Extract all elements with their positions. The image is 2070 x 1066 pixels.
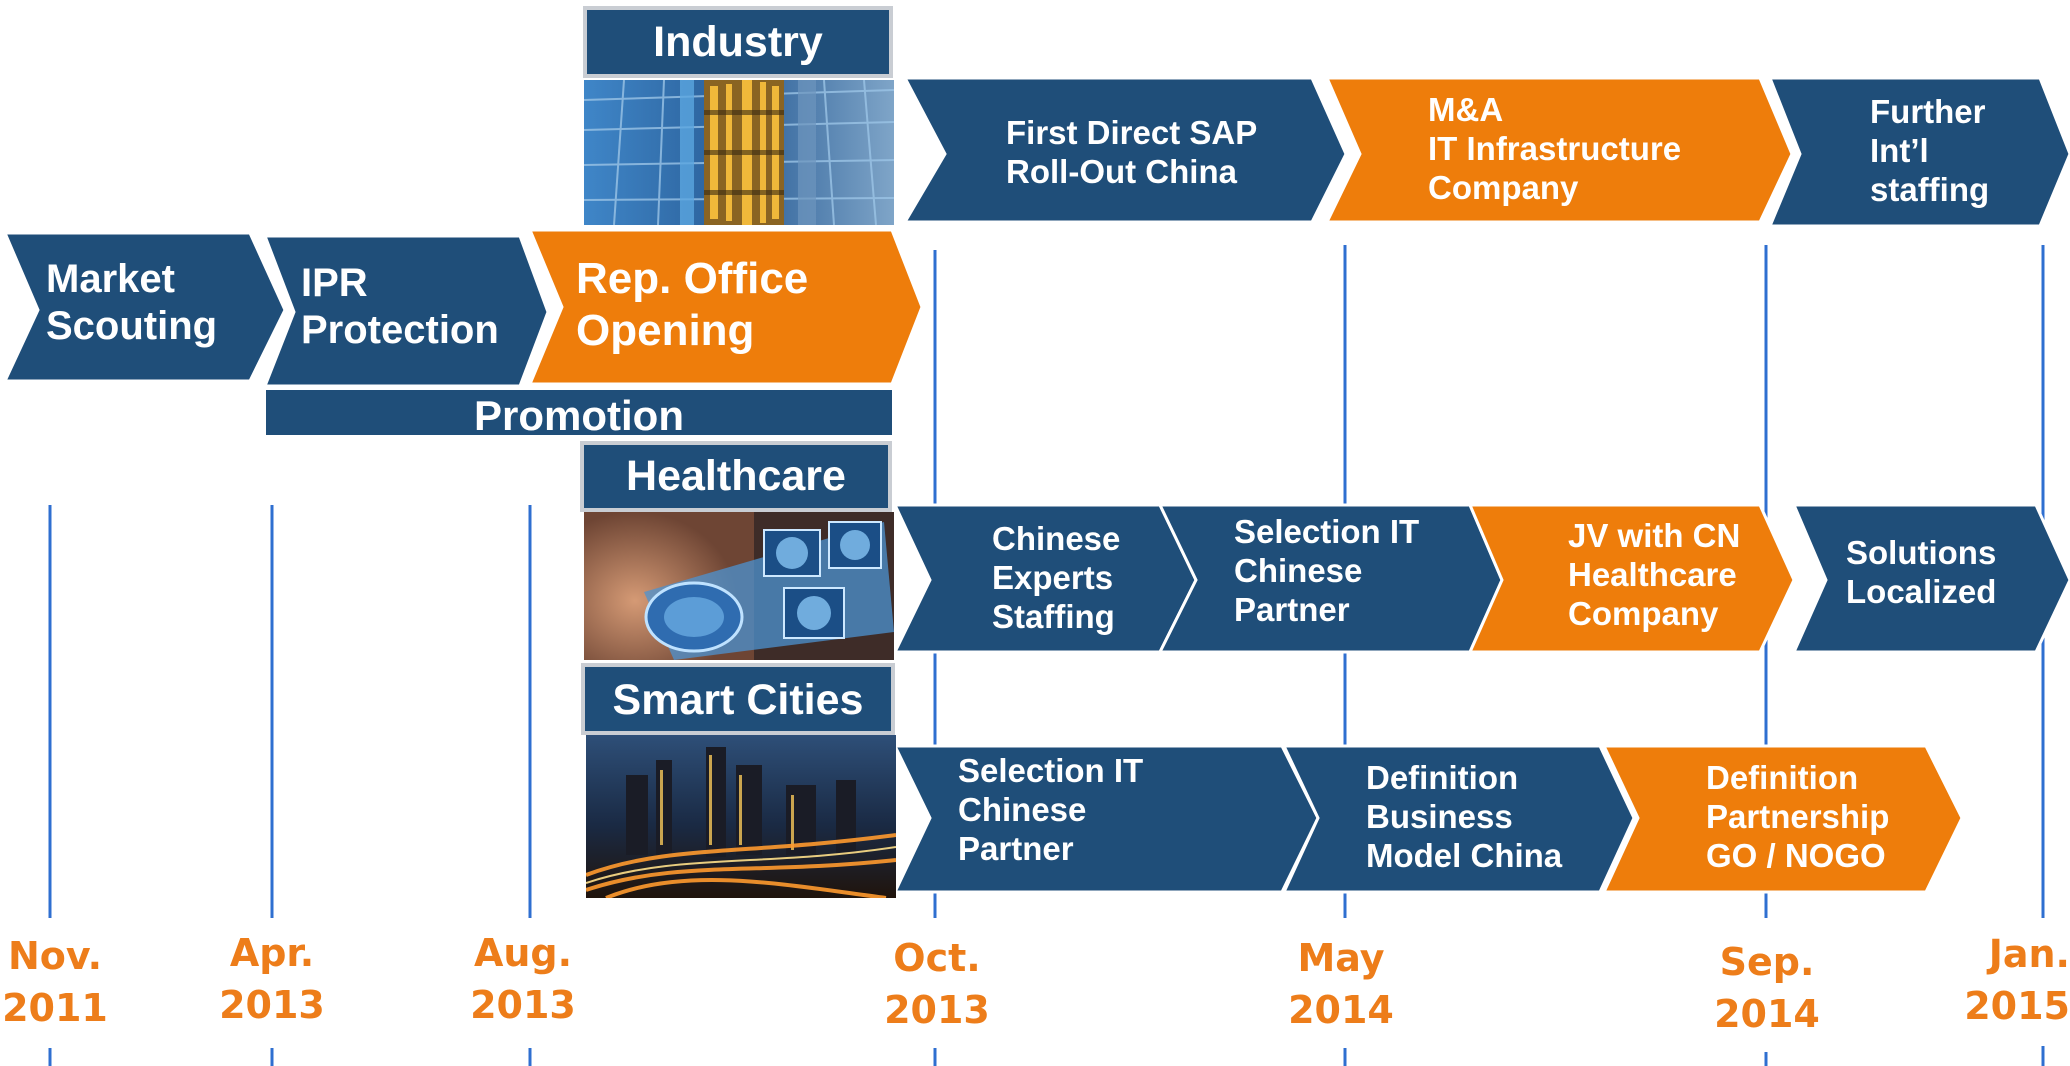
phase-label-market-scouting: Market Scouting (46, 257, 218, 349)
healthcare-step-label-solutions: Solutions Localized (1846, 534, 1997, 610)
phase-ipr-protection-chevron (262, 234, 550, 388)
healthcare-step-label-experts: Chinese Experts Staffing (992, 520, 1121, 635)
smart-cities-step-selection-chevron (892, 744, 1320, 894)
sector-label-healthcare: Healthcare (626, 452, 846, 500)
smart-cities-header-box (581, 663, 895, 735)
date-label-nov-2011: Nov. 2011 (2, 934, 108, 1031)
smart-cities-step-label-business: Definition Business Model China (1366, 759, 1563, 874)
date-label-jan-2015: Jan. 2015 (1964, 932, 2070, 1029)
date-label-oct-2013: Oct. 2013 (884, 936, 990, 1033)
smart-cities-step-label-selection: Selection IT Chinese Partner (958, 752, 1144, 867)
sector-label-smart-cities: Smart Cities (612, 676, 864, 724)
healthcare-step-label-selection: Selection IT Chinese Partner (1234, 513, 1420, 628)
industry-step-label-sap: First Direct SAP Roll-Out China (1006, 114, 1258, 190)
industry-step-staffing-chevron (1767, 76, 2070, 228)
healthcare-image (584, 512, 894, 660)
industry-step-ma-chevron (1324, 76, 1794, 224)
date-label-apr-2013: Apr. 2013 (219, 931, 325, 1028)
date-label-sep-2014: Sep. 2014 (1714, 940, 1820, 1037)
healthcare-header-box (580, 441, 892, 512)
healthcare-step-solutions-chevron (1791, 503, 2070, 654)
phase-market-scouting-chevron (2, 231, 287, 383)
phase-label-rep-office: Rep. Office Opening (576, 254, 809, 355)
date-label-aug-2013: Aug. 2013 (470, 931, 576, 1028)
industry-header-box (583, 6, 893, 78)
smart-cities-step-label-partnership: Definition Partnership GO / NOGO (1706, 759, 1890, 874)
industry-image (584, 80, 894, 225)
phase-label-ipr-protection: IPR Protection (301, 261, 499, 353)
healthcare-step-label-jv: JV with CN Healthcare Company (1568, 517, 1741, 632)
smart-cities-image (586, 735, 896, 898)
sector-label-industry: Industry (653, 18, 823, 66)
smart-cities-step-business-chevron (1281, 744, 1636, 894)
smart-cities-step-partnership-chevron (1601, 744, 1964, 894)
promotion-bar (266, 390, 892, 435)
healthcare-step-jv-chevron (1467, 503, 1796, 654)
date-label-may-2014: May 2014 (1288, 936, 1394, 1033)
industry-step-label-ma: M&A IT Infrastructure Company (1428, 91, 1682, 206)
phase-rep-office-chevron (527, 228, 924, 386)
industry-step-sap-chevron (902, 76, 1348, 224)
industry-step-label-staffing: Further Int’l staffing (1870, 93, 1990, 208)
promotion-label: Promotion (474, 392, 684, 439)
